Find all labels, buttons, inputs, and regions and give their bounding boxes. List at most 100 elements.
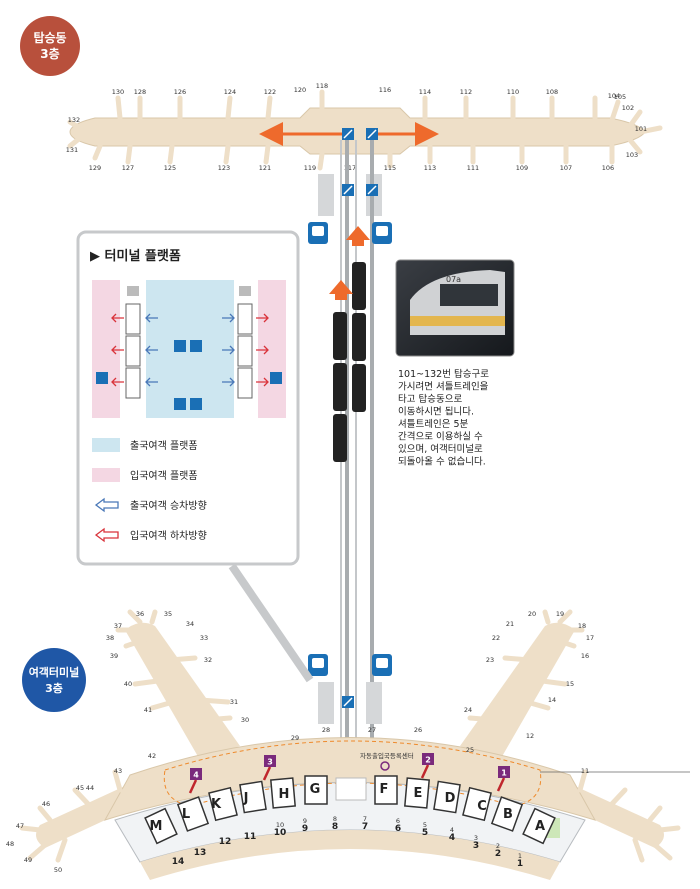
terminal-floor-badge: 여객터미널 3층 [22,648,86,712]
concourse-gate-127: 127 [122,164,134,172]
checkin-counter-F: F [380,782,389,797]
concourse-gate-123: 123 [218,164,230,172]
terminal-gate-26: 26 [414,726,422,734]
departure-badge-1 [498,766,510,778]
terminal-gate-8: 8 [333,815,337,823]
terminal-gate-44: 44 [86,784,94,792]
concourse-gate-124: 124 [224,88,236,96]
terminal-gate-5: 5 [423,821,427,829]
belt-number-2: 2 [495,849,501,859]
legend-swatch-arrival-platform [92,468,120,482]
shuttle-train-left [333,312,347,462]
escalator-icons [342,128,378,708]
concourse-floor-line1: 탑승동 [33,31,66,45]
departure-badge-4 [190,768,202,780]
concourse-gate-101: 101 [635,125,647,133]
concourse-gate-105: 105 [614,93,626,101]
description-line: 간격으로 이용하실 수 [398,431,483,443]
belt-number-11: 11 [244,832,257,842]
terminal-gate-30: 30 [241,716,249,724]
shuttle-direction-arrow-1 [346,226,370,246]
concourse-gate-117: 117 [344,164,356,172]
belt-number-3: 3 [473,841,479,851]
belt-number-13: 13 [194,848,207,858]
terminal-gate-38: 38 [106,634,114,642]
concourse-gate-115: 115 [384,164,396,172]
concourse-gate-114: 114 [419,88,431,96]
train-number-label: 07a [446,275,461,284]
terminal-gate-31: 31 [230,698,238,706]
terminal-gate-47: 47 [16,822,24,830]
concourse-gate-132: 132 [68,116,80,124]
terminal-gate-45: 45 [76,784,84,792]
checkin-counter-G: G [310,782,321,797]
belt-number-1: 1 [517,859,523,869]
concourse-gate-108: 108 [546,88,558,96]
info-title: ▶ 터미널 플랫폼 [90,248,181,264]
concourse-building [67,89,663,171]
description-line: 있으며, 여객터미널로 [398,443,483,455]
concourse-gate-labels: 1011021031041051061071081091101111121131… [66,82,647,172]
checkin-counter-A: A [535,819,545,834]
belt-number-8: 8 [332,822,338,832]
terminal-gate-48: 48 [6,840,14,848]
checkin-counter-L: L [182,807,190,822]
belt-number-7: 7 [362,822,368,832]
concourse-gate-111: 111 [467,164,479,172]
checkin-counter-islands [144,775,556,845]
terminal-gate-41: 41 [144,706,152,714]
concourse-gate-116: 116 [379,86,391,94]
checkin-counter-C: C [477,799,487,814]
concourse-gate-112: 112 [460,88,472,96]
terminal-gate-10: 10 [276,821,284,829]
concourse-gate-104: 104 [608,92,620,100]
departure-badge-2 [422,753,434,765]
concourse-gate-107: 107 [560,164,572,172]
description-line: 되돌아올 수 없습니다. [398,456,486,468]
concourse-gate-118: 118 [316,82,328,90]
belt-number-10: 10 [274,828,287,838]
concourse-gate-103: 103 [626,151,638,159]
concourse-gate-122: 122 [264,88,276,96]
terminal-gate-14: 14 [548,696,556,704]
terminal-gate-42: 42 [148,752,156,760]
belt-number-12: 12 [219,837,232,847]
checkin-counter-B: B [503,807,513,822]
terminal-gate-23: 23 [486,656,494,664]
concourse-gate-131: 131 [66,146,78,154]
legend-arrival-alighting: 입국여객 하차방향 [130,529,207,542]
shuttle-photo: 07a [395,259,515,357]
checkin-counter-H: H [279,787,290,802]
departure-badge-3 [264,755,276,767]
legend-swatch-departure-platform [92,438,120,452]
concourse-gate-129: 129 [89,164,101,172]
belt-number-4: 4 [449,833,455,843]
checkin-counter-E: E [414,786,423,801]
shuttle-train-right [352,262,366,412]
terminal-gate-40: 40 [124,680,132,688]
terminal-gate-37: 37 [114,622,122,630]
checkin-counter-J: J [243,791,249,806]
description-line: 가시려면 셔틀트레인을 [398,381,489,393]
terminal-gate-33: 33 [200,634,208,642]
concourse-gate-106: 106 [602,164,614,172]
terminal-gate-4: 4 [450,826,454,834]
belt-number-6: 6 [395,824,401,834]
terminal-gate-36: 36 [136,610,144,618]
auto-checkin-center-label: 자동출입국등록센터 [360,751,414,760]
description-line: 이동하시면 됩니다. [398,406,474,418]
central-plaza [335,777,367,801]
terminal-gate-29: 29 [291,734,299,742]
terminal-gate-3: 3 [474,834,478,842]
terminal-gate-24: 24 [464,706,472,714]
concourse-gate-126: 126 [174,88,186,96]
terminal-gate-22: 22 [492,634,500,642]
terminal-gate-32: 32 [204,656,212,664]
departure-badge-number: 3 [267,758,273,767]
terminal-gate-6: 6 [396,817,400,825]
terminal-gate-9: 9 [303,817,307,825]
legend-departure-boarding: 출국여객 승차방향 [130,500,207,512]
concourse-gate-121: 121 [259,164,271,172]
departure-badge-number: 2 [425,756,431,765]
legend-departure-platform: 출국여객 플랫폼 [130,440,198,452]
